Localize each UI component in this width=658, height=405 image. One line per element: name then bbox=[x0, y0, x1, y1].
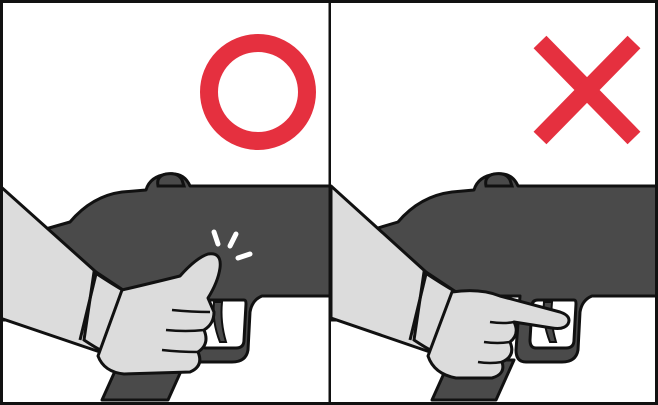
panel-correct bbox=[0, 0, 338, 405]
panel-incorrect bbox=[331, 0, 658, 405]
